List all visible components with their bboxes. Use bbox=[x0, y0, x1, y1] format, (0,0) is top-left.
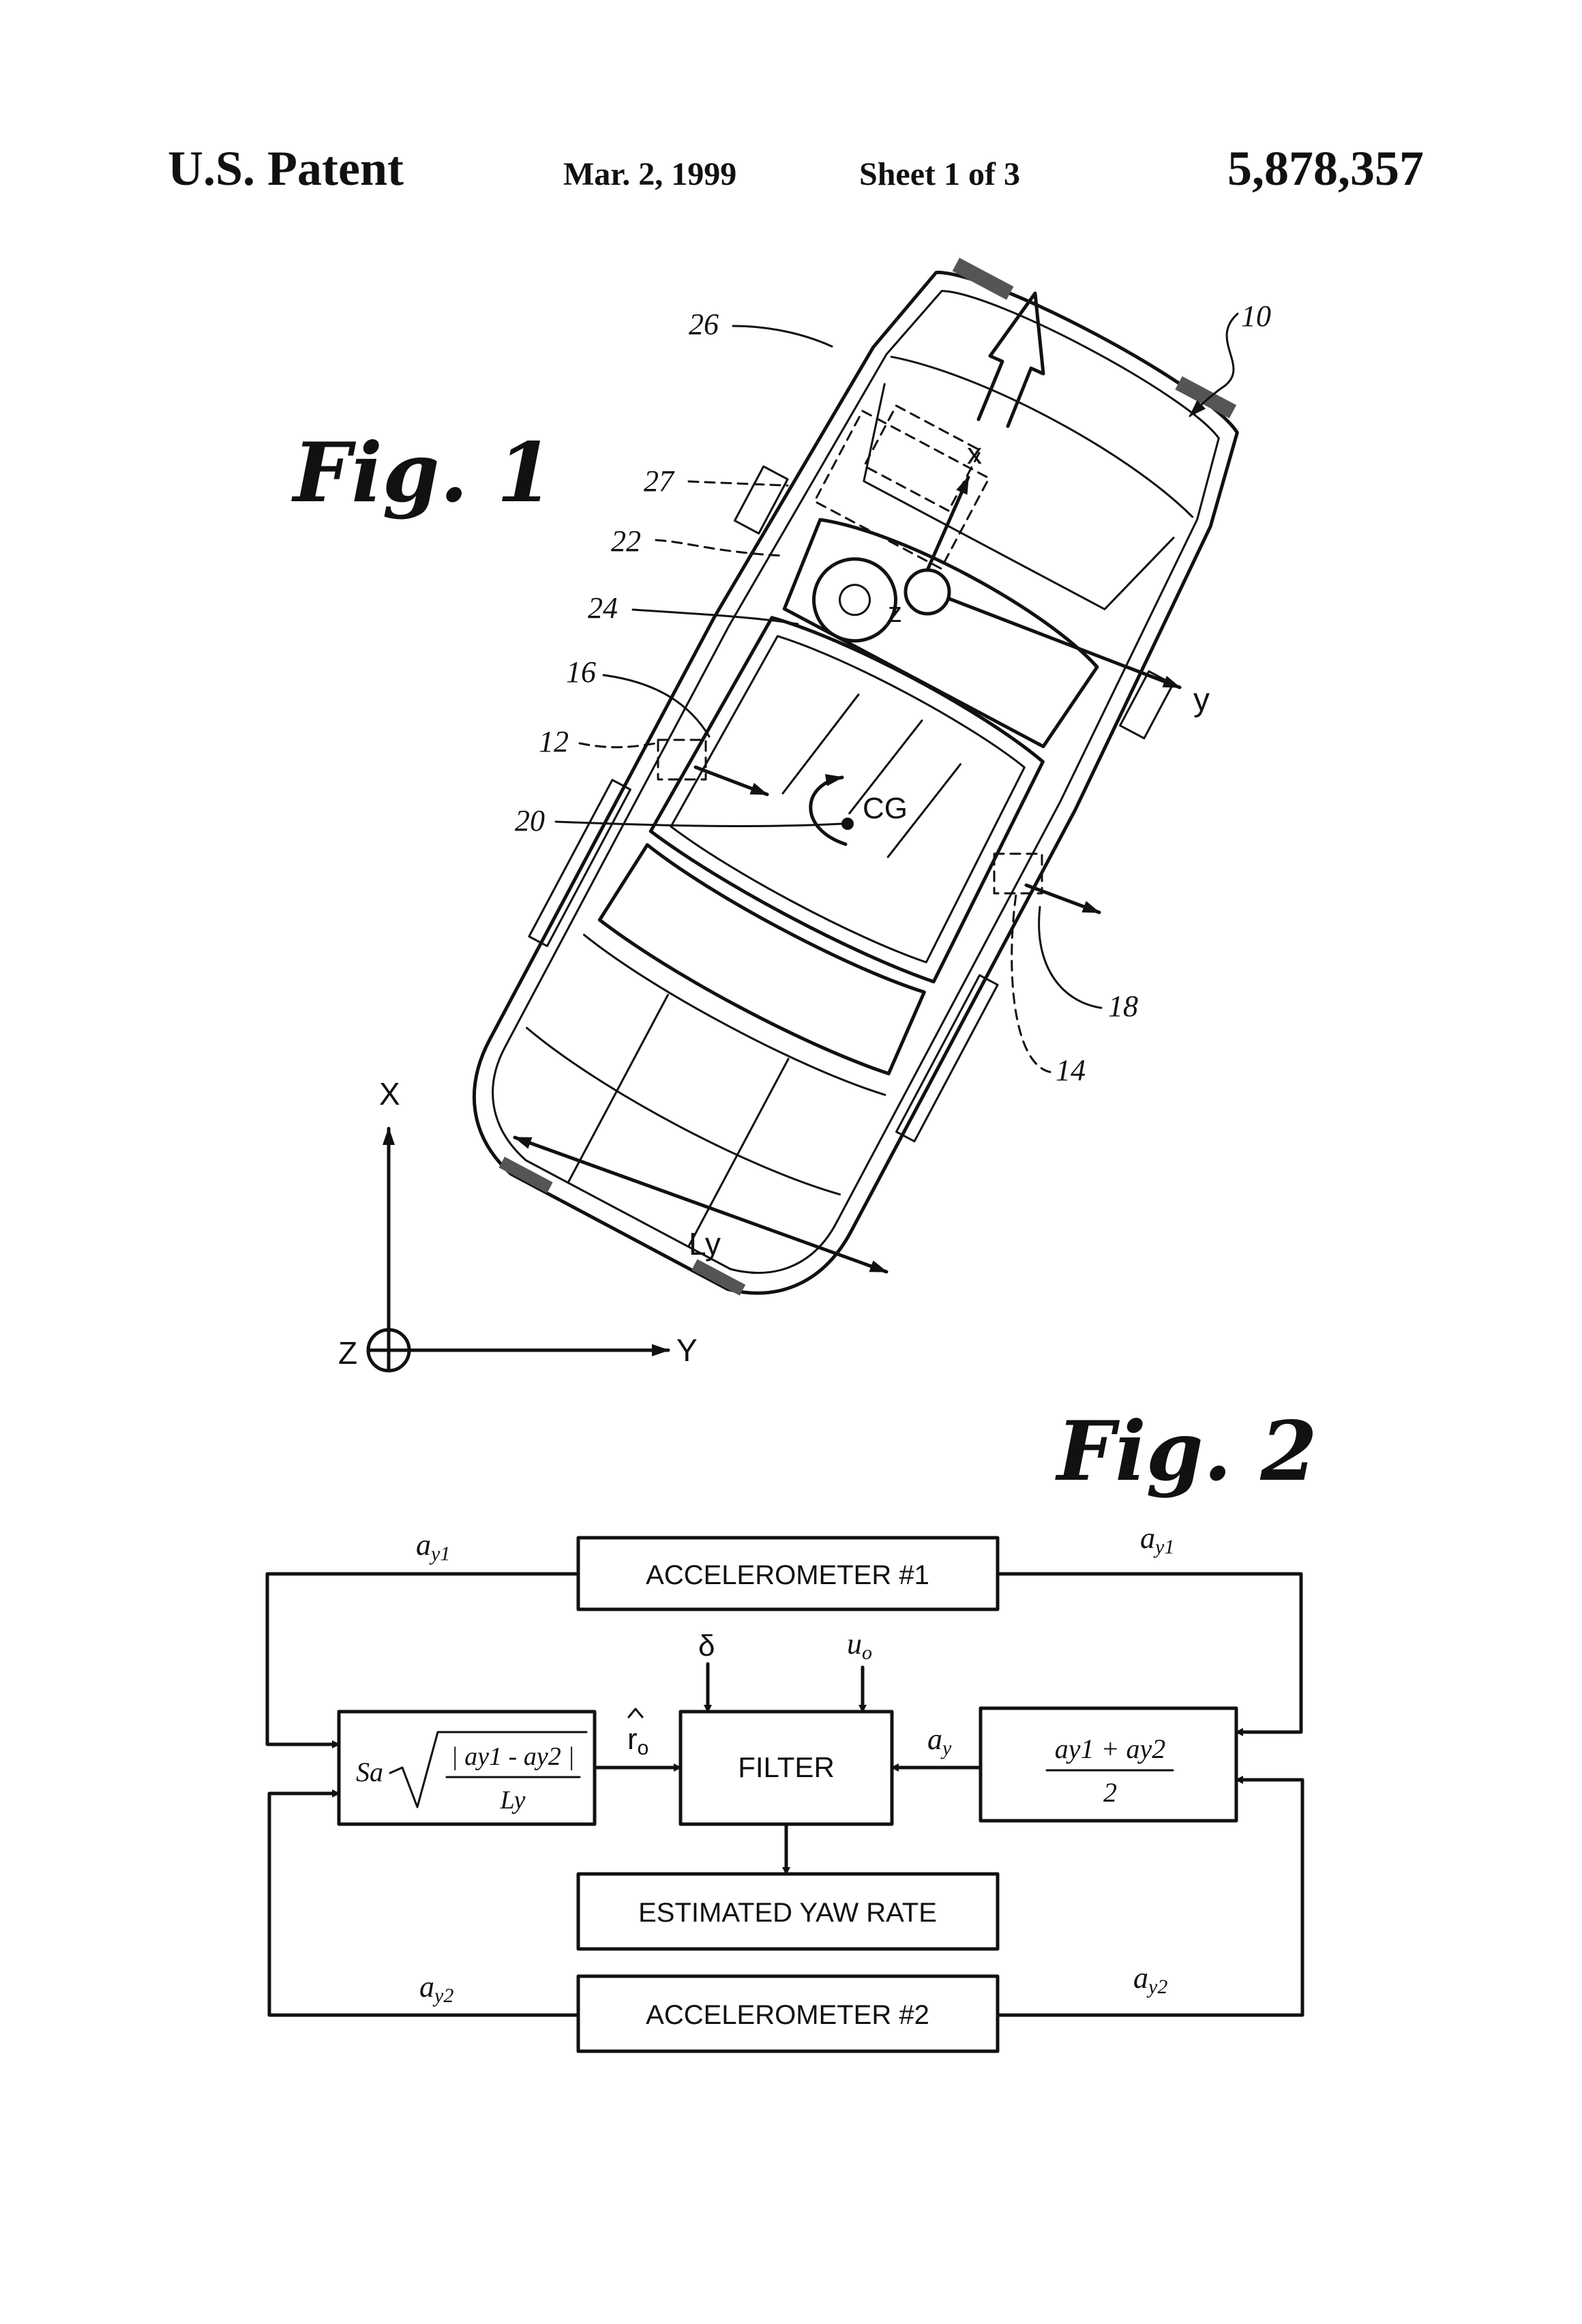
z-axis-circle bbox=[906, 570, 949, 614]
ref-24: 24 bbox=[588, 591, 618, 625]
global-z-label: Z bbox=[338, 1335, 357, 1371]
cg-point bbox=[841, 818, 854, 830]
yaw-rate-label: ESTIMATED YAW RATE bbox=[638, 1898, 937, 1928]
sqrt-numerator: | ay1 - ay2 | bbox=[451, 1742, 574, 1771]
ay1-left-label: ay1 bbox=[416, 1528, 450, 1565]
ay-label: ay bbox=[927, 1723, 952, 1759]
r0-hat bbox=[629, 1709, 642, 1717]
global-x-label: X bbox=[379, 1076, 400, 1112]
sqrt-sa: Sa bbox=[356, 1757, 383, 1787]
ref-27: 27 bbox=[644, 464, 675, 498]
fig2-title: Fig. 2 bbox=[1055, 1403, 1317, 1500]
average-numerator: ay1 + ay2 bbox=[1055, 1733, 1166, 1764]
vehicle-x-label: x bbox=[967, 437, 982, 471]
ref-12: 12 bbox=[539, 725, 569, 758]
u0-label: uo bbox=[847, 1627, 872, 1664]
ref-14: 14 bbox=[1056, 1054, 1086, 1087]
y-axis-arrow bbox=[949, 599, 1180, 687]
r0-label: ro bbox=[627, 1723, 648, 1759]
ly-label: Ly bbox=[689, 1226, 721, 1262]
accelerometer1-label: ACCELEROMETER #1 bbox=[646, 1560, 929, 1590]
fig1-title: Fig. 1 bbox=[291, 425, 554, 521]
delta-label: δ bbox=[698, 1629, 715, 1663]
filter-label: FILTER bbox=[738, 1751, 835, 1783]
ref-20: 20 bbox=[515, 804, 545, 837]
ay2-left-label: ay2 bbox=[419, 1970, 453, 2007]
global-y-label: Y bbox=[676, 1332, 698, 1368]
forward-arrow-icon bbox=[979, 293, 1043, 426]
yaw-rotation-arrow bbox=[811, 777, 846, 844]
ay1-right-label: ay1 bbox=[1140, 1521, 1174, 1558]
average-denominator: 2 bbox=[1103, 1777, 1117, 1808]
accel2-arrow bbox=[1026, 885, 1099, 912]
ref-18: 18 bbox=[1108, 989, 1138, 1023]
ref-26: 26 bbox=[689, 308, 719, 341]
sqrt-denominator: Ly bbox=[500, 1786, 526, 1815]
accel1-arrow bbox=[696, 767, 767, 794]
ref-22: 22 bbox=[611, 524, 641, 558]
accel1-to-sqrt-line bbox=[267, 1574, 578, 1744]
accelerometer2-label: ACCELEROMETER #2 bbox=[646, 2000, 929, 2030]
cg-label: CG bbox=[863, 792, 908, 825]
vehicle bbox=[415, 222, 1302, 1340]
ref-10: 10 bbox=[1241, 299, 1271, 333]
ay2-right-label: ay2 bbox=[1133, 1961, 1167, 1998]
vehicle-z-label: z bbox=[888, 596, 902, 628]
vehicle-y-label: y bbox=[1193, 682, 1210, 718]
ref-16: 16 bbox=[566, 655, 596, 689]
